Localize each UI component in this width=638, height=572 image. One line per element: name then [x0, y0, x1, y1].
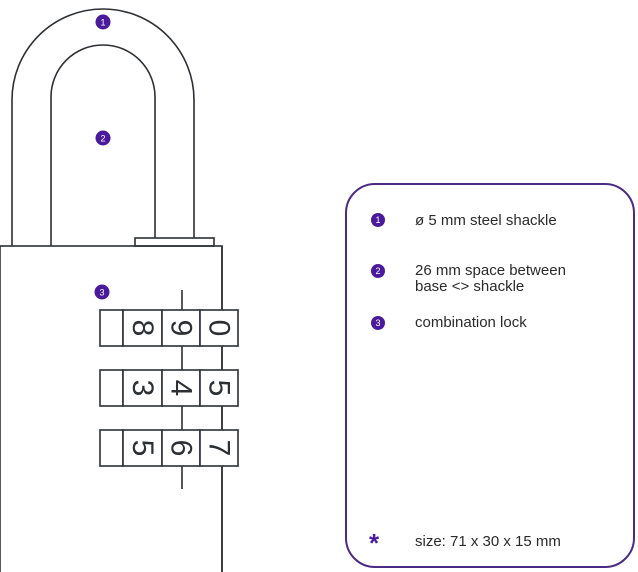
- shackle-outer: [11, 8, 195, 246]
- star-icon: *: [369, 528, 380, 558]
- dial-wheel[interactable]: [161, 369, 201, 407]
- dial-wheel[interactable]: [199, 429, 239, 467]
- legend-text-3: combination lock: [415, 314, 527, 331]
- dial-digit: 4: [165, 380, 198, 397]
- dial-blank-cell: [99, 429, 124, 467]
- dial-blank-cell: [99, 309, 124, 347]
- shackle-collar: [134, 237, 215, 247]
- dial-wheel[interactable]: [161, 309, 201, 347]
- svg-text:1: 1: [100, 18, 105, 28]
- dial-digit: 7: [203, 440, 236, 457]
- callout-2: 2: [95, 130, 111, 146]
- legend-badge-2: 2: [371, 264, 385, 278]
- svg-text:3: 3: [99, 288, 104, 298]
- callout-3: 3: [94, 284, 110, 300]
- svg-text:2: 2: [100, 134, 105, 144]
- dial-digit: 0: [203, 320, 236, 337]
- dial-digit: 6: [165, 440, 198, 457]
- dial-digit: 9: [165, 320, 198, 337]
- dial-wheel[interactable]: [161, 429, 201, 467]
- dial-digit: 8: [126, 320, 159, 337]
- legend-panel: 1 ø 5 mm steel shackle 2 26 mm space bet…: [345, 183, 635, 568]
- legend-text-2: 26 mm space between base <> shackle: [415, 262, 566, 295]
- dial-wheel[interactable]: [199, 369, 239, 407]
- callout-1: 1: [95, 14, 111, 30]
- dial-digit: 5: [126, 440, 159, 457]
- dial-wheel[interactable]: [199, 309, 239, 347]
- legend-size-text: size: 71 x 30 x 15 mm: [415, 533, 561, 550]
- legend-text-1: ø 5 mm steel shackle: [415, 212, 557, 229]
- dial-digit: 3: [126, 380, 159, 397]
- lock-body: [0, 245, 223, 572]
- legend-badge-1: 1: [371, 213, 385, 227]
- shackle-inner: [50, 44, 156, 246]
- dial-blank-cell: [99, 369, 124, 407]
- dial-digit: 5: [203, 380, 236, 397]
- dial-wheel[interactable]: [122, 429, 163, 467]
- legend-badge-3: 3: [371, 316, 385, 330]
- dial-wheel[interactable]: [122, 369, 163, 407]
